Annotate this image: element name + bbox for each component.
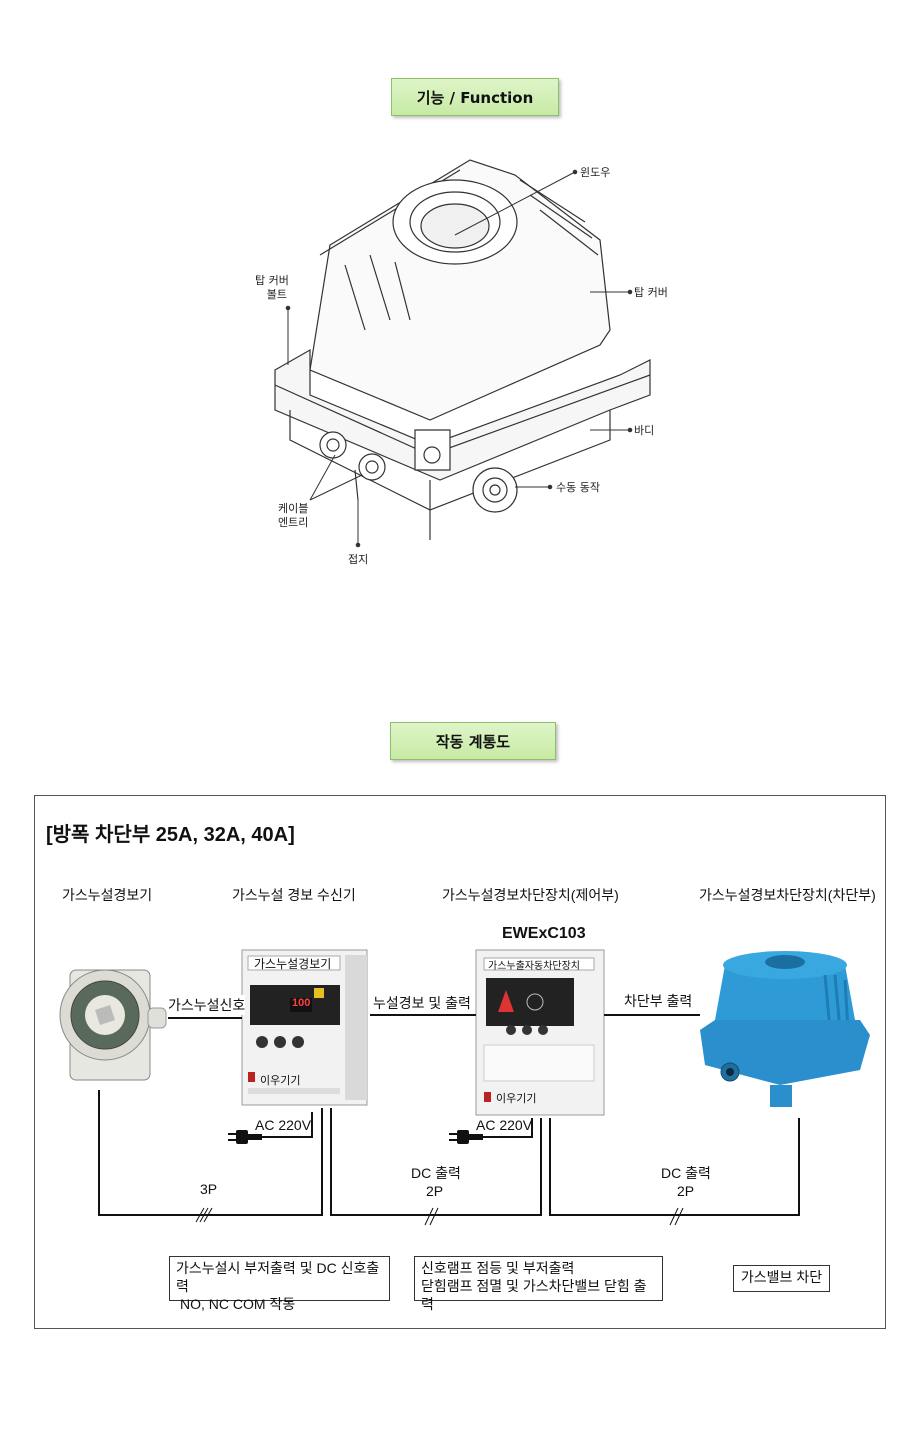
section-title-system: 작동 계통도 [390, 722, 556, 760]
device-receiver-label: 가스누설 경보 수신기 [232, 887, 356, 903]
desc-box-receiver: 가스누설시 부저출력 및 DC 신호출력 NO, NC COM 작동 [169, 1256, 390, 1312]
wire-3p: 3P [200, 1181, 218, 1197]
system-diagram-frame [34, 795, 886, 1329]
wire-dc-2-b: 2P [677, 1183, 695, 1199]
signal-ac-1: AC 220V [255, 1117, 312, 1133]
label-cable-entry: 케이블 엔트리 [278, 502, 308, 530]
label-top-cover-bolt: 탑 커버 볼트 [255, 274, 289, 302]
desc-box-receiver-line2: NO, NC COM 작동 [180, 1296, 296, 1312]
receiver-panel-title: 가스누설경보기 [254, 957, 332, 971]
label-window: 윈도우 [580, 166, 611, 179]
signal-shutoff-output: 차단부 출력 [624, 991, 693, 1011]
actuator-illustration [274, 159, 651, 548]
signal-ac-2: AC 220V [476, 1117, 533, 1133]
desc-box-shutoff: 가스밸브 차단 [733, 1265, 830, 1292]
controller-device [475, 949, 605, 1116]
diagram-heading: [방폭 차단부 25A, 32A, 40A] [46, 824, 295, 846]
label-ground: 접지 [348, 553, 369, 566]
receiver-panel-brand: 이우기기 [260, 1075, 301, 1087]
controller-panel-title: 가스누출자동차단장치 [488, 961, 580, 972]
label-manual: 수동 동작 [556, 481, 600, 494]
desc-box-controller-line2: 닫힘램프 점멸 및 가스차단밸브 닫힘 출력 [421, 1278, 647, 1312]
signal-leak-alarm-output: 누설경보 및 출력 [373, 993, 471, 1013]
gas-detector-device [59, 969, 167, 1081]
desc-box-controller: 신호램프 점등 및 부저출력 닫힘램프 점멸 및 가스차단밸브 닫힘 출력 [414, 1256, 663, 1312]
label-cable-entry-line2: 엔트리 [278, 516, 309, 529]
section-title-function: 기능 / Function [391, 78, 559, 116]
wire-dc-1-b: 2P [426, 1183, 444, 1199]
shutoff-actuator-device [700, 951, 870, 1107]
device-controller-label: 가스누설경보차단장치(제어부) [442, 887, 619, 903]
label-top-cover-bolt-line2: 볼트 [266, 288, 288, 301]
label-cable-entry-line1: 케이블 [278, 502, 309, 515]
device-detector-label: 가스누설경보기 [62, 887, 153, 903]
label-top-cover: 탑 커버 [634, 286, 668, 299]
desc-box-receiver-line1: 가스누설시 부저출력 및 DC 신호출력 [176, 1260, 380, 1294]
label-top-cover-bolt-line1: 탑 커버 [255, 274, 289, 287]
desc-box-controller-line1: 신호램프 점등 및 부저출력 [421, 1260, 575, 1276]
device-shutoff-label: 가스누설경보차단장치(차단부) [699, 887, 876, 903]
wire-dc-2-a: DC 출력 [661, 1165, 711, 1181]
receiver-panel-display: 100 [292, 997, 311, 1009]
controller-panel-brand: 이우기기 [496, 1093, 537, 1105]
wire-dc-1-a: DC 출력 [411, 1165, 461, 1181]
receiver-device [241, 949, 368, 1106]
model-label: EWExC103 [502, 925, 586, 942]
label-body: 바디 [634, 424, 655, 437]
signal-leak: 가스누설신호 [168, 995, 246, 1015]
